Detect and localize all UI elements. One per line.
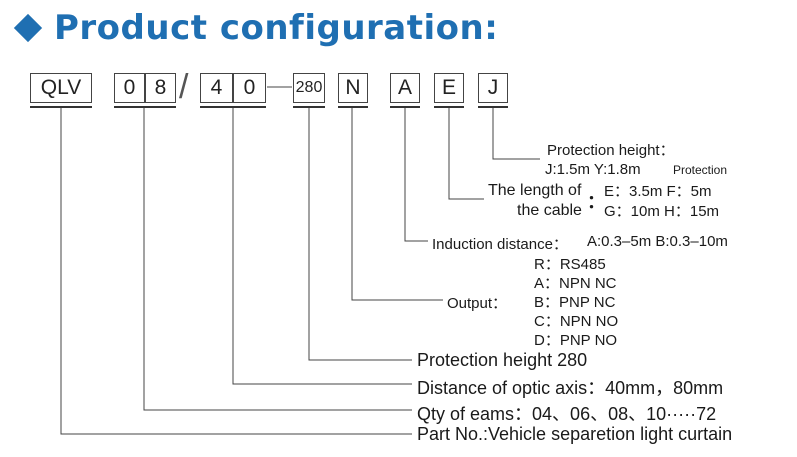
code-j-text: J xyxy=(487,76,499,99)
code-digit-8-text: 8 xyxy=(154,76,167,99)
code-a-text: A xyxy=(397,76,412,99)
code-digit-0-text: 0 xyxy=(123,76,136,99)
leader-induction xyxy=(404,107,428,242)
induction-values: A:0.3–5m B:0.3–10m xyxy=(587,233,728,250)
output-option-a: A：NPN NC xyxy=(534,275,617,292)
code-digit-8-box: 8 xyxy=(145,73,176,103)
optic-axis-label: Distance of optic axis：40mm，80mm xyxy=(417,378,724,398)
leader-output xyxy=(351,107,443,301)
leader-part-no xyxy=(60,107,412,435)
height-280-label: Protection height 280 xyxy=(417,350,588,370)
code-digit-0-box: 0 xyxy=(114,73,145,103)
cable-label-line2: the cable xyxy=(517,202,582,219)
code-slash: / xyxy=(179,68,189,106)
leader-qty xyxy=(143,107,412,411)
cable-options-row1: E：3.5m F：5m xyxy=(604,183,712,200)
code-n-box: N xyxy=(338,73,368,103)
leader-protection-j xyxy=(492,107,540,160)
output-option-d: D：PNP NO xyxy=(534,332,618,349)
leader-cable xyxy=(448,107,484,200)
code-qlv-text: QLV xyxy=(40,76,82,99)
code-qlv-box: QLV xyxy=(30,73,92,103)
code-e-text: E xyxy=(441,76,456,99)
output-label: Output： xyxy=(447,295,508,312)
code-digit-0b-text: 0 xyxy=(243,76,256,99)
output-option-r: R：RS485 xyxy=(534,256,606,273)
protection-j-heading: Protection height： xyxy=(547,142,675,159)
title-text: Product configuration: xyxy=(54,8,499,48)
output-option-c: C：NPN NO xyxy=(534,313,619,330)
code-digit-4-text: 4 xyxy=(210,76,223,99)
part-no-label: Part No.:Vehicle separetion light curtai… xyxy=(417,424,733,444)
cable-colon: ： xyxy=(587,192,605,212)
leader-height-280 xyxy=(308,107,412,361)
code-e-box: E xyxy=(434,73,464,103)
code-280-text: 280 xyxy=(295,79,323,96)
protection-j-note: Protection xyxy=(673,163,728,177)
output-option-b: B：PNP NC xyxy=(534,294,616,311)
leader-optic-axis xyxy=(232,107,412,385)
page-title: Product configuration: xyxy=(10,4,498,52)
qty-label: Qty of eams：04、06、08、10·····72 xyxy=(417,404,717,424)
cable-label-line1: The length of xyxy=(488,182,582,199)
code-j-box: J xyxy=(478,73,508,103)
cable-options-row2: G：10m H：15m xyxy=(604,203,720,220)
code-280-box: 280 xyxy=(293,73,325,103)
code-digit-0b-box: 0 xyxy=(233,73,266,103)
code-digit-4-box: 4 xyxy=(200,73,233,103)
protection-j-values: J:1.5m Y:1.8m xyxy=(545,161,641,178)
induction-label: Induction distance： xyxy=(432,236,568,253)
code-n-text: N xyxy=(345,76,361,99)
code-a-box: A xyxy=(390,73,420,103)
